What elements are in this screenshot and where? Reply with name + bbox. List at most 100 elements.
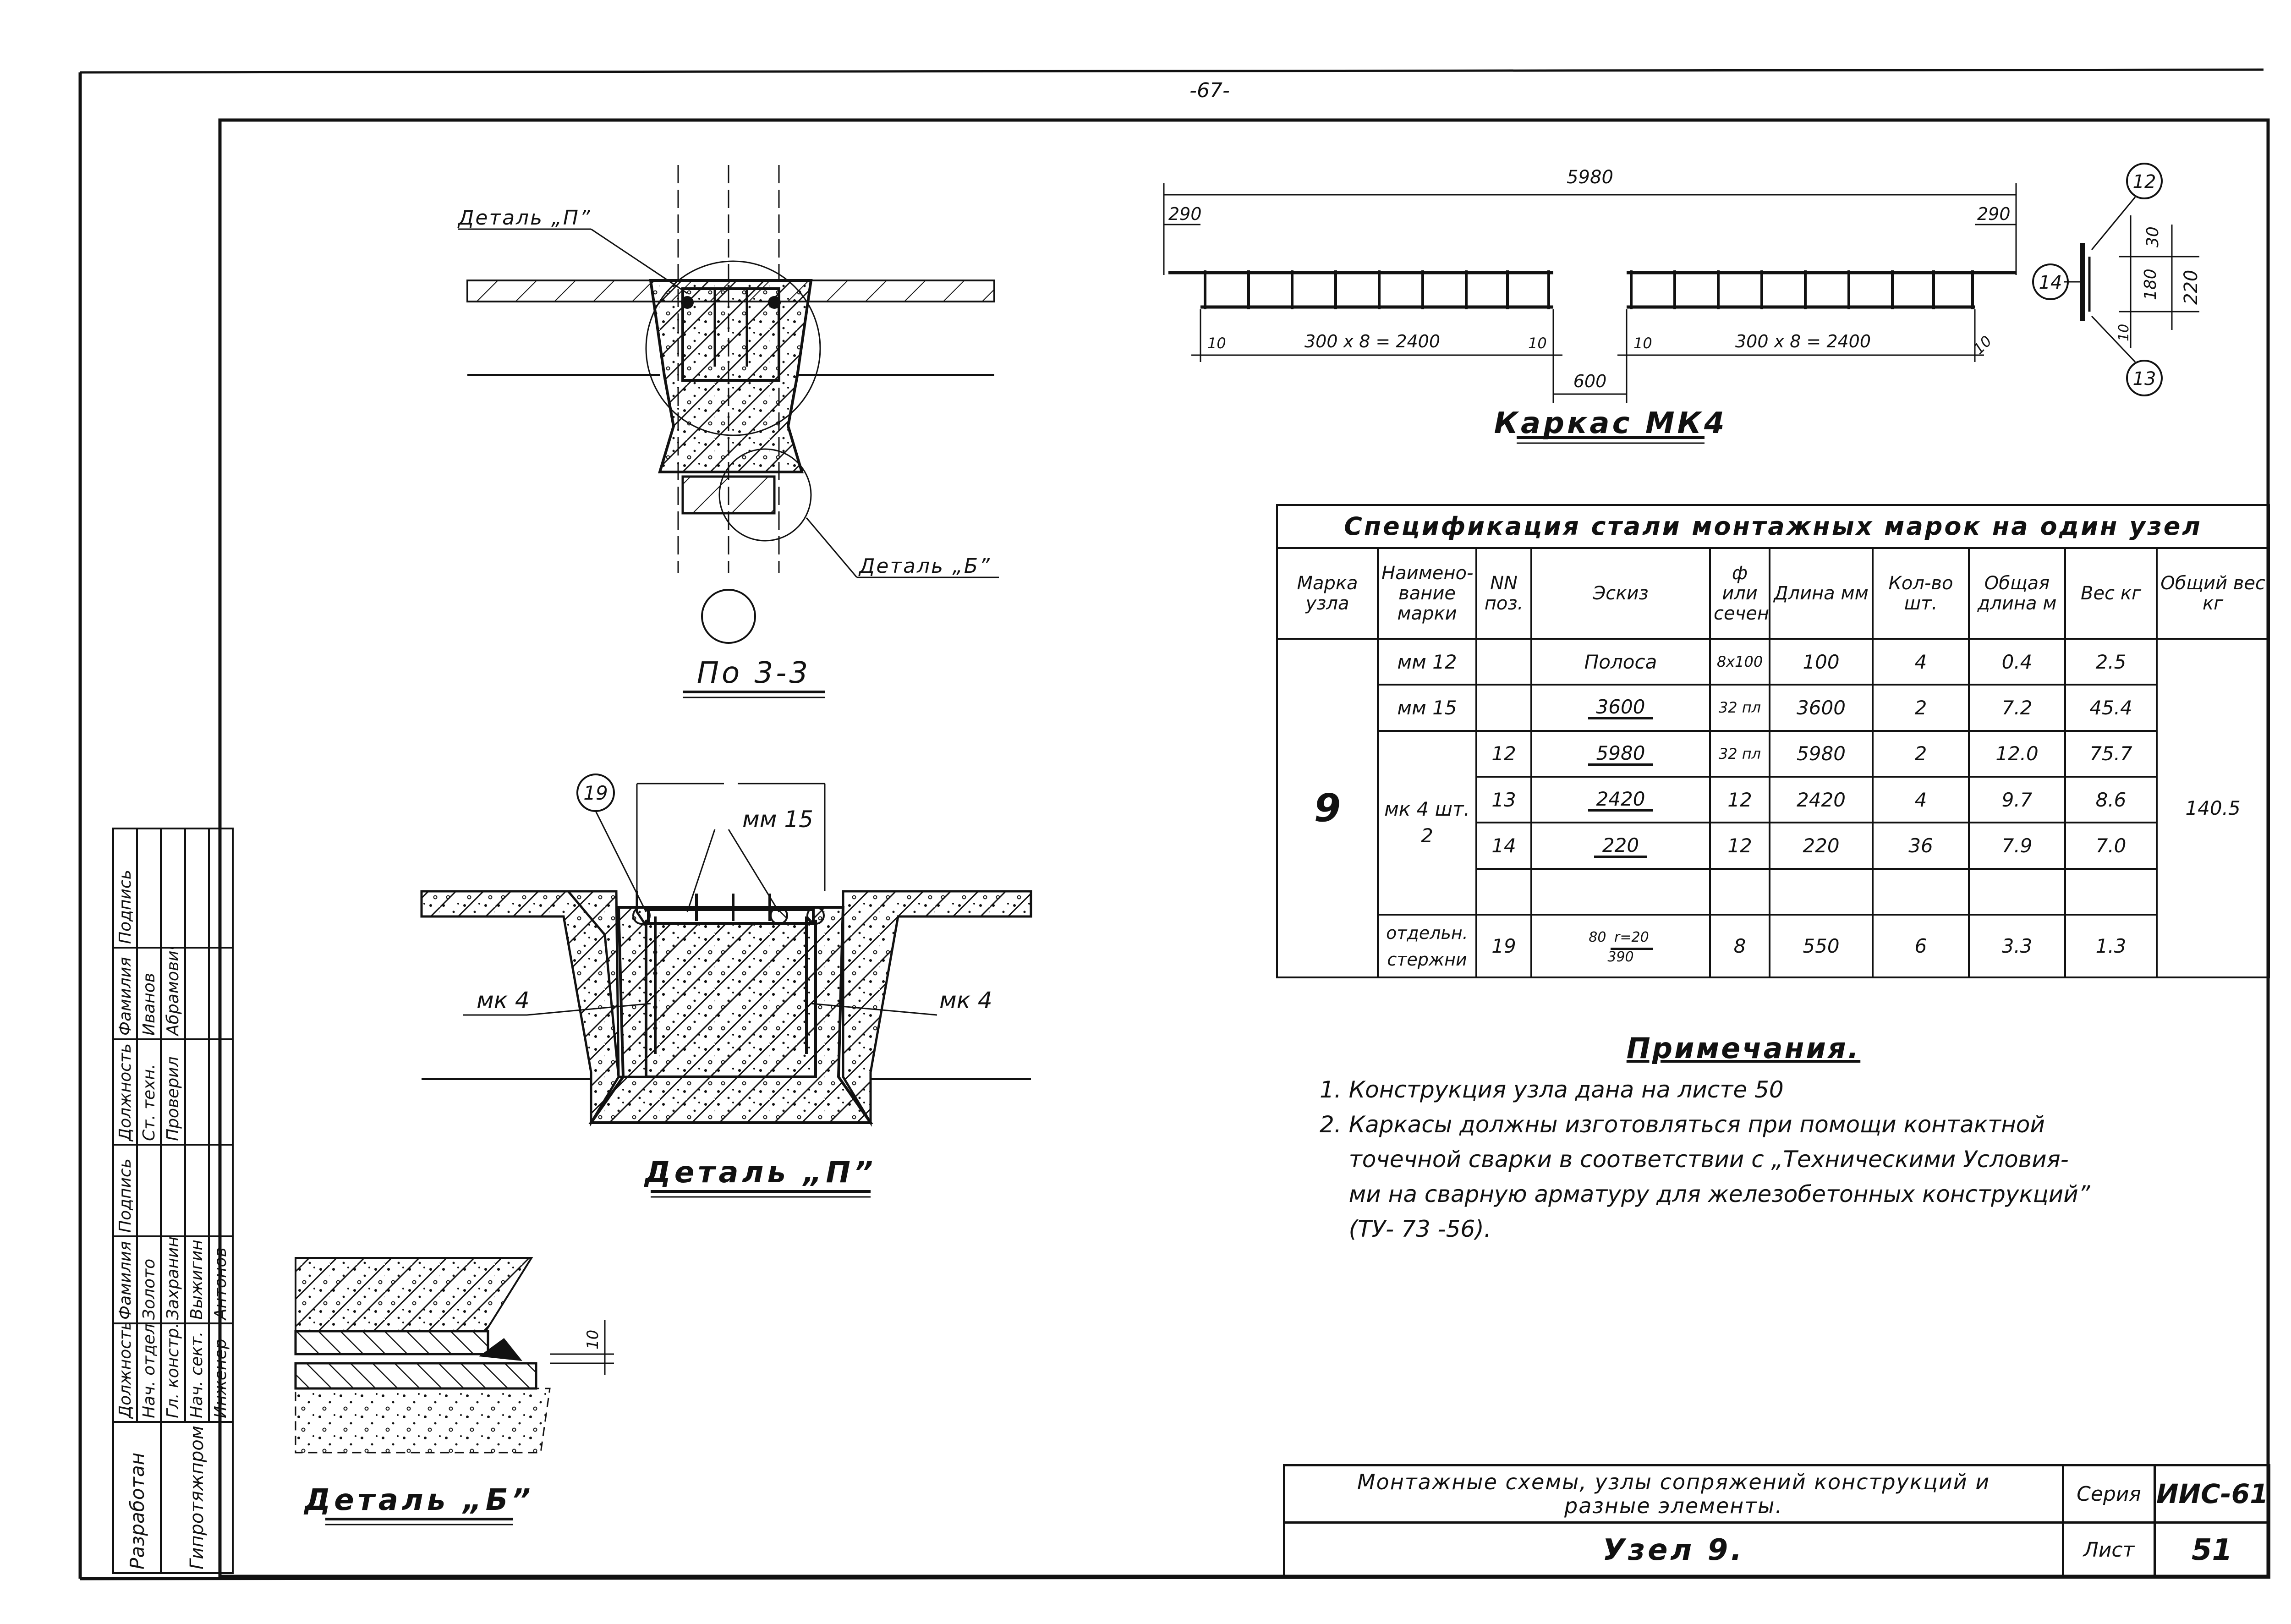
stamp-signature (137, 1145, 161, 1236)
notes-title: Примечания. (1626, 1031, 1861, 1065)
spec-cell: 12.0 (1968, 730, 2066, 778)
stamp-cell: Нач. сект. (185, 1323, 209, 1422)
title-block-description: Монтажные схемы, узлы сопряжений констру… (1283, 1464, 2064, 1524)
frame-dim-10-e: 10 (2116, 324, 2132, 341)
stamp-cell (208, 948, 233, 1039)
spec-cell: 3600 (1769, 684, 1874, 732)
stamp-cell (185, 948, 209, 1039)
spec-cell: 9.7 (1968, 776, 2066, 824)
spec-cell: 3.3 (1968, 914, 2066, 978)
title-block-series-label: Серия (2062, 1464, 2156, 1524)
note-item: 1. Конструкция узла дана на листе 50 (1320, 1076, 1784, 1103)
spec-cell: 45.4 (2064, 684, 2158, 732)
frame-mk4-crossbars (1204, 270, 1974, 309)
spec-cell: 12 (1709, 822, 1770, 870)
title-block-container: Монтажные схемы, узлы сопряжений констру… (1283, 1464, 2270, 1579)
spec-cell: 550 (1769, 914, 1874, 978)
table-row: 14 220 12 220 36 7.9 7.0 (1277, 822, 2269, 870)
spec-cell: 7.2 (1968, 684, 2066, 732)
spec-cell: 6 (1872, 914, 1970, 978)
spec-cell: 0.4 (1968, 637, 2066, 686)
stamp-header: Должность (113, 1039, 137, 1145)
spec-cell: 8 (1709, 914, 1770, 978)
detail-b-dim-10: 10 (584, 1330, 602, 1350)
title-block: Монтажные схемы, узлы сопряжений констру… (1283, 1464, 2270, 1579)
stamp-header: Фамилия (113, 948, 137, 1039)
stamp-signature (161, 828, 185, 948)
spec-cell: 2 (1872, 684, 1970, 732)
stamp-cell: Захранин (161, 1236, 185, 1323)
frame-dim-span-left: 300 x 8 = 2400 (1304, 331, 1440, 351)
stamp-header: Подпись (113, 1145, 137, 1236)
stamp-signature (161, 1145, 185, 1236)
spec-cell: 5980 (1530, 730, 1711, 778)
section-3-3-view (458, 165, 999, 698)
detail-p-pos-19: 19 (583, 782, 608, 804)
spec-header: Общий вес кг (2155, 547, 2270, 640)
spec-cell: 32 пл (1709, 730, 1770, 778)
spec-header: Кол-во шт. (1872, 547, 1970, 640)
frame-dim-30: 30 (2143, 226, 2162, 247)
stamp-signature (208, 1145, 233, 1236)
detail-b-title: Деталь „Б” (303, 1483, 534, 1517)
spec-header: Длина мм (1769, 547, 1874, 640)
stamp-signature (185, 828, 209, 948)
frame-pos-14: 14 (2039, 272, 2062, 293)
table-row: Разработан Должность Фамилия Подпись Дол… (113, 828, 161, 1573)
table-row: 9 мм 12 Полоса 8x100 100 4 0.4 2.5 140.5 (1276, 637, 2270, 979)
spec-cell: 2420 (1530, 776, 1711, 824)
spec-table: Спецификация стали монтажных марок на од… (1276, 504, 2270, 979)
title-block-series-value: ИИС-61 (2154, 1464, 2270, 1524)
stamp-cell: Выжигин (185, 1236, 209, 1323)
spec-sketch: 3600 (1588, 697, 1654, 720)
stamp-cell: Ст. техн. (137, 1039, 161, 1145)
spec-cell: 3600 (1530, 684, 1711, 732)
spec-cell: мм 15 (1377, 684, 1477, 732)
left-stamp-container: Разработан Должность Фамилия Подпись Дол… (112, 828, 234, 1574)
spec-cell: 4 (1872, 776, 1970, 824)
frame-mk4-view (1163, 163, 2199, 444)
spec-cell: 2 (1872, 730, 1970, 778)
spec-cell: 80 r=20 390 (1530, 914, 1711, 978)
spec-title: Спецификация стали монтажных марок на од… (1276, 504, 2270, 549)
stamp-org-2: Гипротяжпром (161, 1422, 233, 1573)
stamp-cell: Нач. отдела (137, 1323, 161, 1422)
spec-cell: 220 (1530, 822, 1711, 870)
spec-cell (1475, 684, 1532, 732)
stamp-org-1: Разработан (113, 1422, 161, 1573)
spec-cell: 220 (1769, 822, 1874, 870)
detail-p-label-mk4-left: мк 4 (477, 987, 530, 1014)
frame-dim-gap: 600 (1573, 371, 1607, 391)
frame-dim-10-a: 10 (1207, 335, 1226, 352)
spec-sketch: 220 (1594, 835, 1648, 858)
stamp-cell: Инженер (208, 1323, 233, 1422)
spec-cell: 2420 (1769, 776, 1874, 824)
table-row: Гипротяжпром Гл. констр. Захранин Провер… (161, 828, 233, 1573)
stamp-header: Подпись (113, 828, 137, 948)
spec-total-weight: 140.5 (2155, 637, 2270, 979)
spec-header: Эскиз (1530, 547, 1711, 640)
spec-cell: 14 (1475, 822, 1532, 870)
detail-p-view (420, 774, 1032, 1198)
spec-cell: 5980 (1769, 730, 1874, 778)
detail-p-title: Деталь „П” (644, 1156, 877, 1190)
title-block-sheet-label: Лист (2062, 1521, 2156, 1579)
table-row: отдельн. стержни 19 80 r=20 390 8 550 6 … (1277, 914, 2269, 978)
table-row: мм 15 3600 32 пл 3600 2 7.2 45.4 (1277, 684, 2269, 732)
spec-cell: 8x100 (1709, 637, 1770, 686)
spec-header: Общая длина м (1968, 547, 2066, 640)
section-3-3-title: По 3-3 (697, 656, 811, 690)
stamp-cell: Абрамович (161, 948, 185, 1039)
stamp-cell (185, 1039, 209, 1145)
spec-header: ф или сечен (1709, 547, 1770, 640)
table-row-empty (1277, 867, 2269, 916)
stamp-cell: Проверил (161, 1039, 185, 1145)
spec-cell: 4 (1872, 637, 1970, 686)
spec-sketch-hook-c: 390 (1607, 949, 1634, 966)
stamp-cell: Золото (137, 1236, 161, 1323)
spec-cell: Полоса (1530, 637, 1711, 686)
spec-cell: 2.5 (2064, 637, 2158, 686)
title-block-node: Узел 9. (1283, 1521, 2064, 1579)
spec-sketch-hook-b: r=20 (1611, 927, 1653, 950)
